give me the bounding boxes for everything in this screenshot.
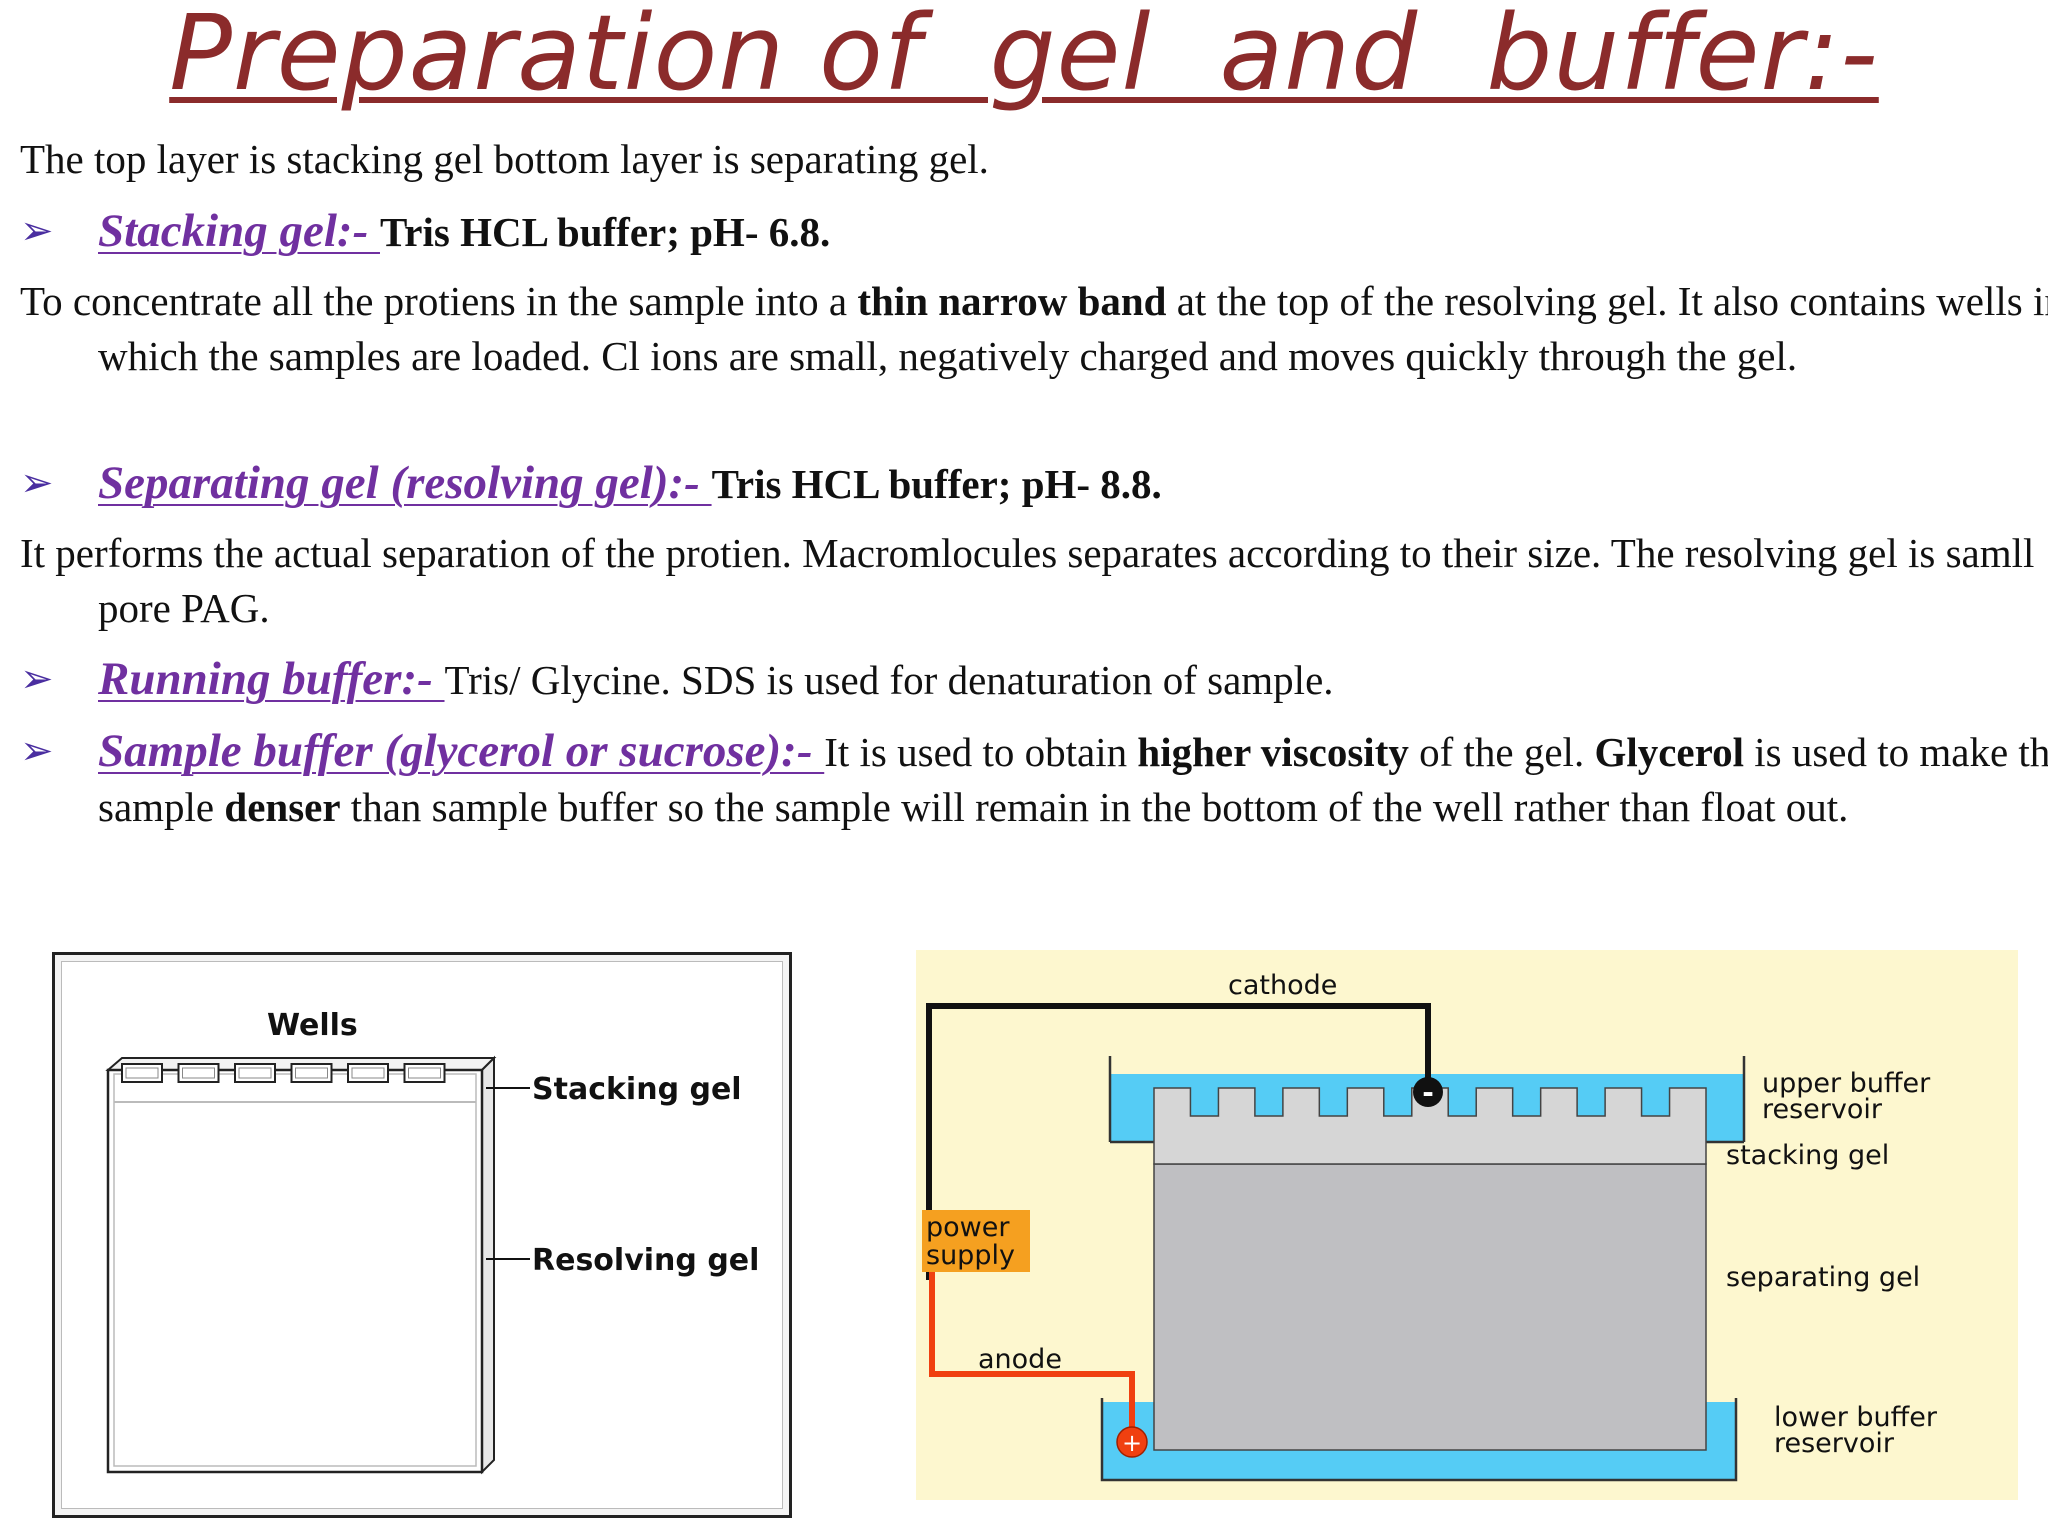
cathode-terminal-icon <box>1413 1077 1443 1107</box>
well <box>403 1063 446 1083</box>
wells-label: Wells <box>267 1008 358 1043</box>
apparatus-svg: - + power supply cathode anode upper buf… <box>922 970 1938 1482</box>
lower-reservoir-walls <box>1100 1398 1738 1482</box>
well <box>290 1063 333 1083</box>
sample-buffer-heading: Sample buffer (glycerol or sucrose):- <box>98 725 825 777</box>
running-buffer-detail: Tris/ Glycine. SDS is used for denaturat… <box>444 657 1334 703</box>
anode-label: anode <box>978 1344 1062 1375</box>
sample-text-3: is used to make the sample <box>98 729 2048 830</box>
bullet-stacking-gel: ➢ Stacking gel:- Tris HCL buffer; pH- 6.… <box>20 204 2048 260</box>
running-buffer-heading: Running buffer:- <box>98 653 445 705</box>
sample-bold-3: denser <box>224 784 341 830</box>
well-inner <box>351 1067 385 1079</box>
bullet-sample-buffer: ➢ Sample buffer (glycerol or sucrose):- … <box>20 724 2048 835</box>
well <box>177 1063 220 1083</box>
cathode-label: cathode <box>1228 970 1337 1001</box>
separating-gel-block <box>1153 1163 1707 1451</box>
well <box>347 1063 389 1083</box>
stacking-gel-label: Stacking gel <box>532 1072 742 1107</box>
stacking-gel-block <box>1153 1087 1707 1165</box>
power-supply-box <box>922 1210 1030 1272</box>
well-inner <box>408 1067 441 1079</box>
anode-wire <box>929 1266 1135 1435</box>
well-inner <box>125 1067 159 1079</box>
slab-front-face <box>106 1068 484 1474</box>
stacking-gel-label-right: stacking gel <box>1726 1140 1889 1171</box>
sample-bold-2: Glycerol <box>1594 729 1744 775</box>
upper-reservoir-label-2: reservoir <box>1762 1094 1883 1125</box>
gel-slab-svg: Wells Stacking gel Resolving gel <box>105 1008 759 1475</box>
power-supply-label-2: supply <box>926 1240 1015 1271</box>
well-inner <box>182 1067 215 1079</box>
stacking-gel-heading: Stacking gel:- <box>98 205 380 257</box>
arrow-bullet-icon: ➢ <box>20 656 54 702</box>
intro-text: The top layer is stacking gel bottom lay… <box>20 136 989 182</box>
gel-slab-panel: Wells Stacking gel Resolving gel <box>61 961 783 1509</box>
well-inner <box>295 1067 328 1079</box>
page-title: Preparation of gel and buffer:- <box>169 0 1879 114</box>
separating-gel-detail: Tris HCL buffer; pH- 8.8. <box>711 461 1162 507</box>
wells-group <box>121 1063 446 1083</box>
stacking-gel-description: To concentrate all the protiens in the s… <box>20 274 2048 384</box>
stacking-gel-detail: Tris HCL buffer; pH- 6.8. <box>379 209 831 255</box>
arrow-bullet-icon: ➢ <box>20 208 54 254</box>
stacking-text-b: at the top of the resolving gel. It also… <box>98 278 2048 379</box>
sample-bold-1: higher viscosity <box>1137 729 1409 775</box>
separating-gel-heading: Separating gel (resolving gel):- <box>98 457 712 509</box>
bullet-separating-gel: ➢ Separating gel (resolving gel):- Tris … <box>20 456 2048 512</box>
gel-slab-diagram: Wells Stacking gel Resolving gel <box>52 952 792 1518</box>
arrow-bullet-icon: ➢ <box>20 460 54 506</box>
power-supply-label-1: power <box>926 1212 1010 1243</box>
lower-reservoir-label-1: lower buffer <box>1774 1402 1938 1433</box>
sample-text-2: of the gel. <box>1408 729 1595 775</box>
well <box>121 1063 163 1083</box>
lower-reservoir-label-2: reservoir <box>1774 1428 1895 1459</box>
anode-sign: + <box>1122 1429 1142 1457</box>
upper-reservoir-label-1: upper buffer <box>1762 1068 1931 1099</box>
sample-text-1: It is used to obtain <box>824 729 1138 775</box>
electrophoresis-apparatus-diagram: - + power supply cathode anode upper buf… <box>916 950 2018 1500</box>
sample-text-4: than sample buffer so the sample will re… <box>340 784 1849 830</box>
stacking-text-a: To concentrate all the protiens in the s… <box>20 278 858 324</box>
separating-gel-label: separating gel <box>1726 1262 1920 1293</box>
cathode-sign: - <box>1422 1076 1434 1109</box>
arrow-bullet-icon: ➢ <box>20 728 54 774</box>
bullet-running-buffer: ➢ Running buffer:- Tris/ Glycine. SDS is… <box>20 652 2048 708</box>
separating-gel-description: It performs the actual separation of the… <box>20 530 2035 631</box>
slab-side-face <box>481 1055 495 1475</box>
resolving-gel-label: Resolving gel <box>532 1243 759 1278</box>
anode-terminal-icon <box>1116 1426 1148 1458</box>
well <box>234 1063 276 1083</box>
stacking-text-bold: thin narrow band <box>857 278 1167 324</box>
well-inner <box>238 1067 272 1079</box>
cathode-wire <box>926 1003 1431 1280</box>
